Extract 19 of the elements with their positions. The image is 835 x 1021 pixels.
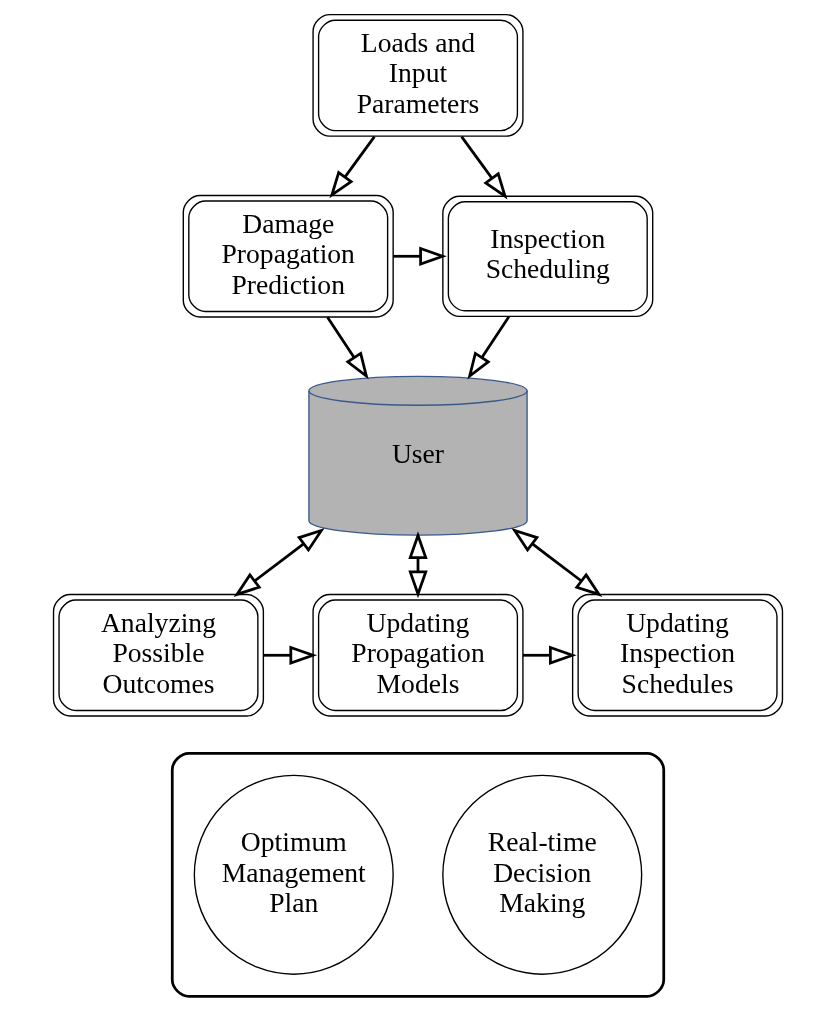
node-box: Inspection Scheduling [441,195,653,317]
arrow [233,527,325,597]
node-box: Loads and Input Parameters [311,13,524,137]
node-box: Updating Inspection Schedules [571,593,783,717]
node-circle: Optimum Management Plan [193,774,394,975]
node-box: Updating Propagation Models [311,593,524,717]
node-box: Damage Propagation Prediction [182,194,394,318]
arrow [459,135,507,200]
arrow [392,246,447,266]
arrow [466,315,510,380]
arrow [262,645,317,665]
node-circle: Real-time Decision Making [441,774,642,975]
arrow [325,315,369,380]
cluster [170,751,665,998]
node-box: Analyzing Possible Outcomes [52,593,264,717]
arrow [407,530,428,598]
arrow [328,135,376,198]
arrow [522,645,577,665]
arrow [510,527,602,597]
